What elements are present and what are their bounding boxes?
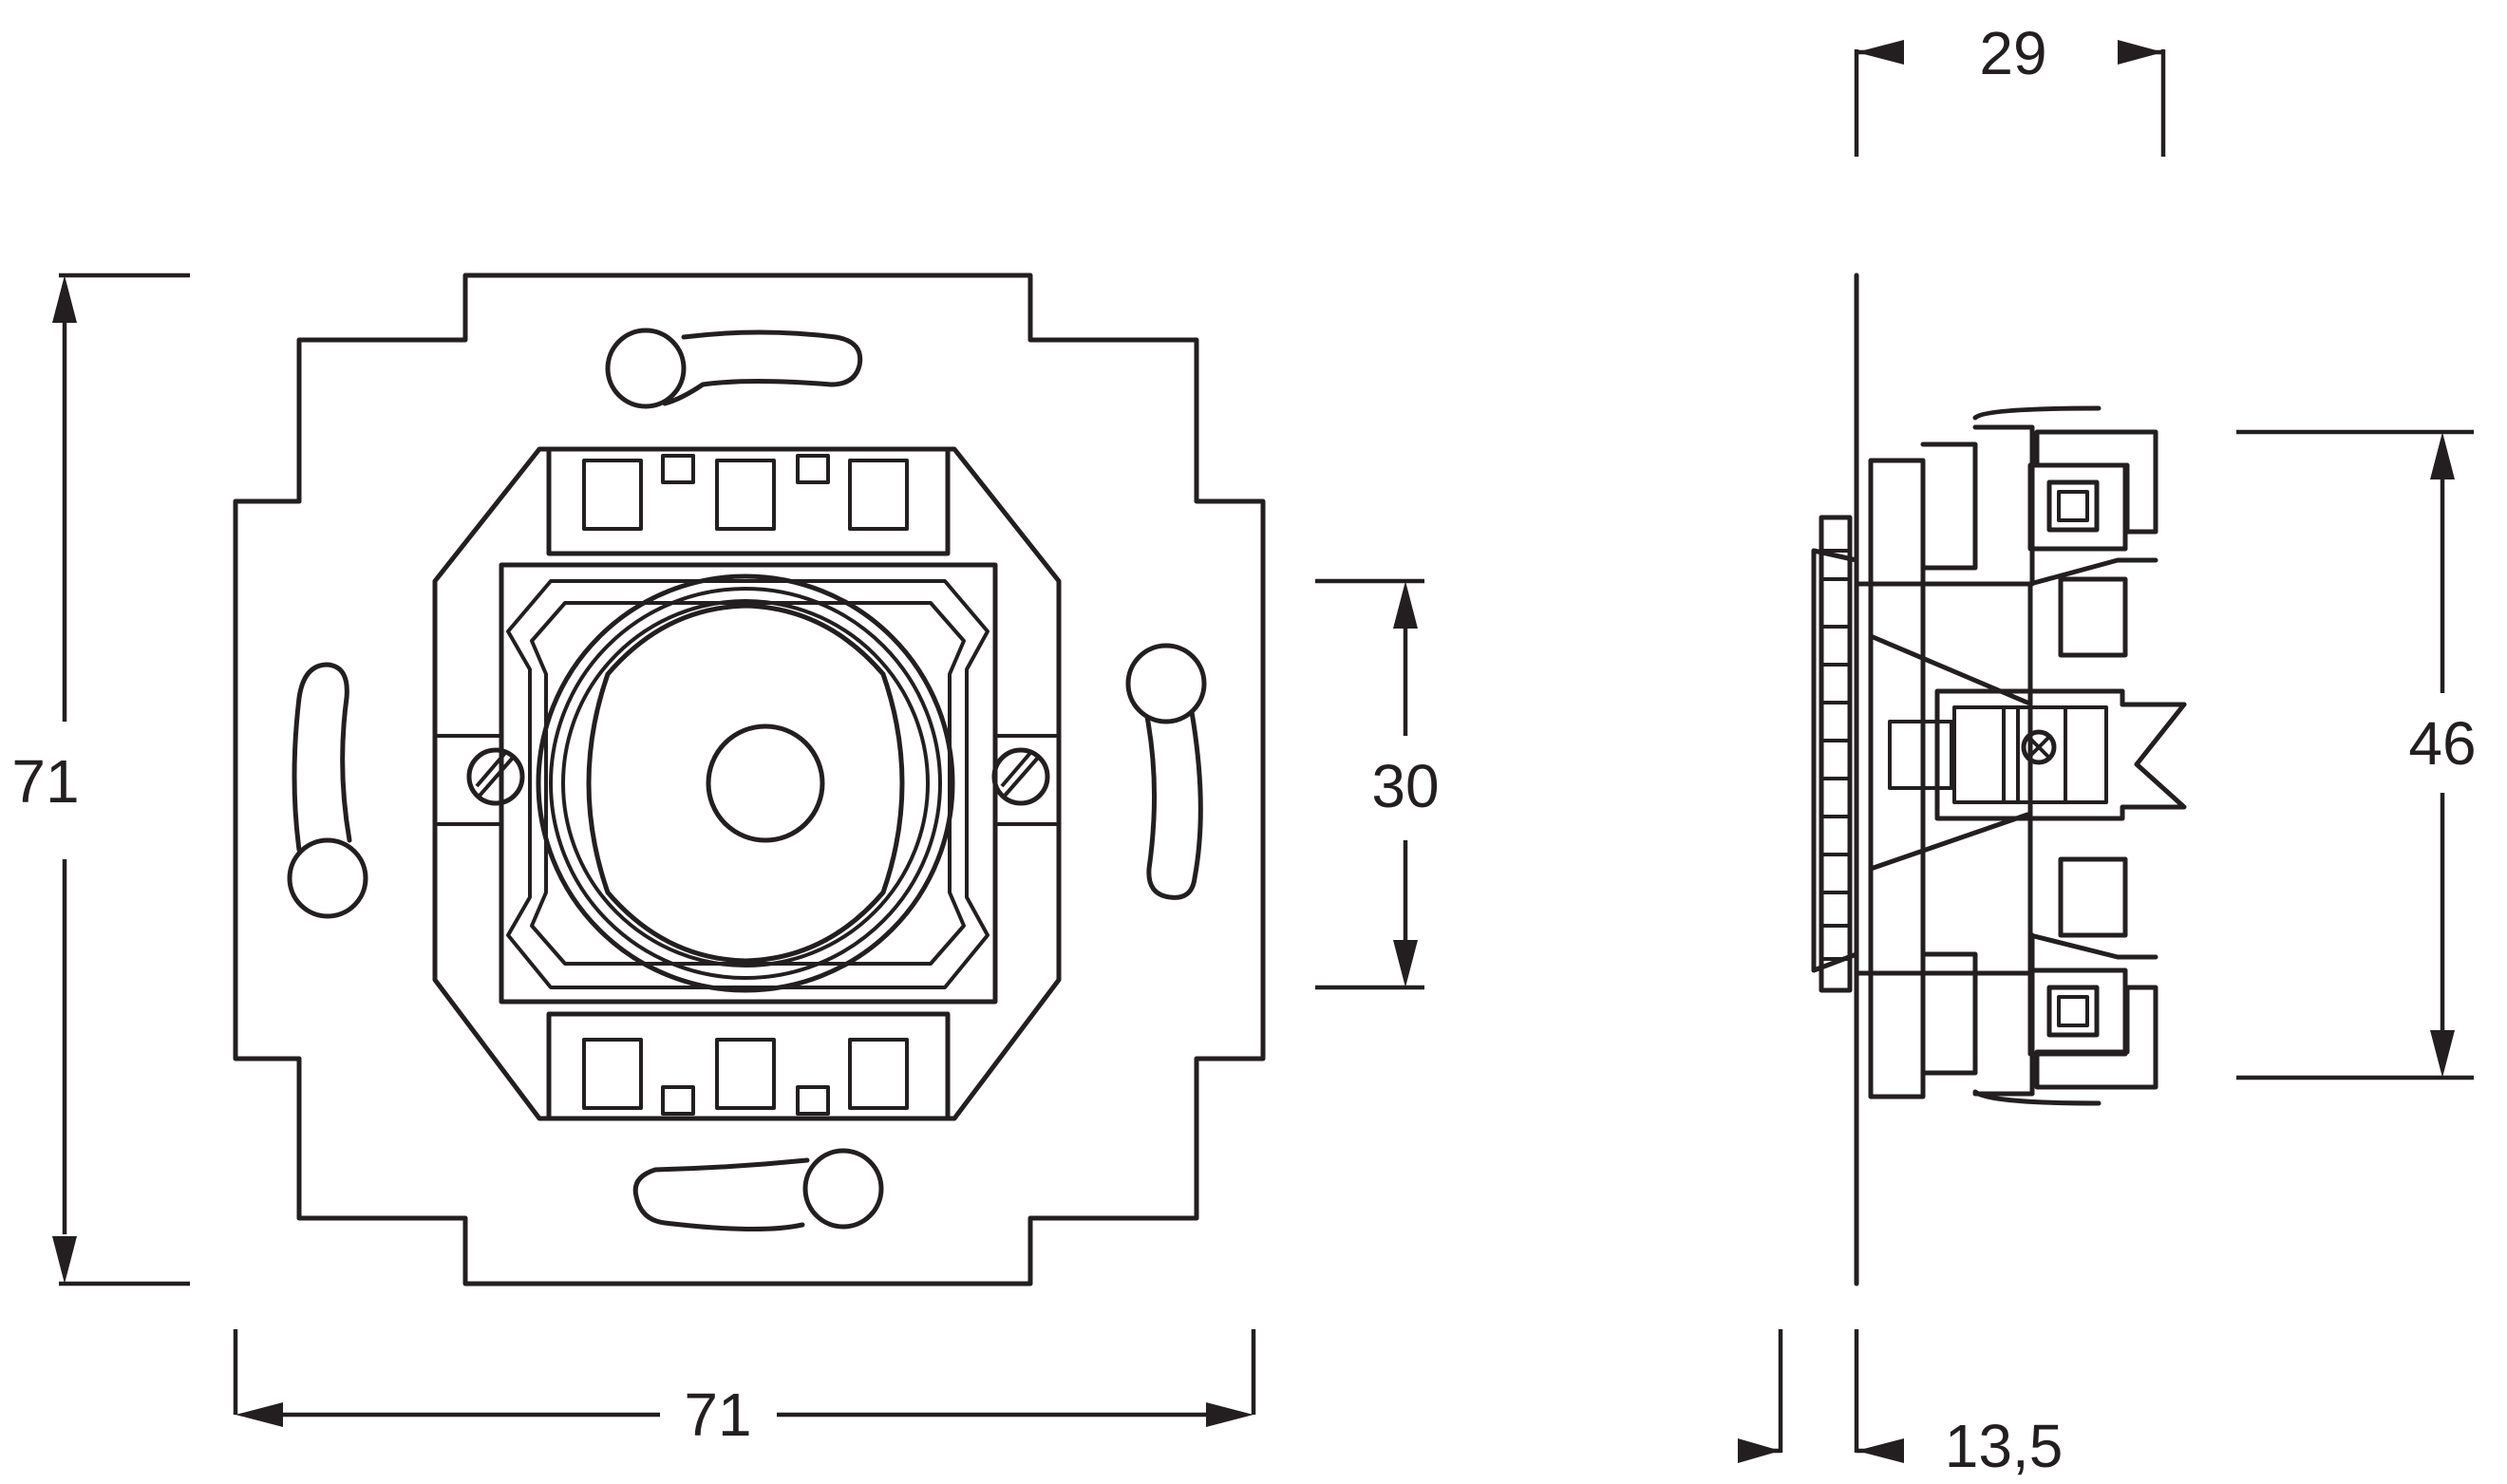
- terminal-screw: [2021, 729, 2057, 765]
- mechanism-octagon: [432, 446, 1062, 1121]
- central-frame: [499, 562, 998, 1005]
- left-fixing-screw: [466, 747, 525, 806]
- front-view: [233, 272, 1266, 1287]
- mounting-plate-outline: [233, 272, 1266, 1287]
- bottom-mounting-slot: [632, 1148, 884, 1232]
- inner-height-label: 30: [1371, 752, 1439, 820]
- rotary-knob: [536, 573, 955, 993]
- side-height-label: 46: [2408, 709, 2476, 778]
- centre-terminal: [1888, 688, 2187, 821]
- top-clamp: [1920, 405, 2158, 658]
- side-view: [1811, 272, 2187, 1287]
- side-offset-dimension: 13,5: [1738, 1329, 2063, 1480]
- right-fixing-screw: [991, 747, 1050, 806]
- side-height-dimension: 46: [2236, 429, 2477, 1080]
- bottom-terminal-block: [546, 1011, 951, 1121]
- front-cover: [1811, 548, 1859, 973]
- inner-frame-inner: [530, 601, 966, 966]
- inner-frame-outer: [506, 579, 990, 989]
- bottom-clamp: [1920, 856, 2158, 1106]
- left-mounting-slot: [287, 662, 368, 919]
- mechanism-body: [1868, 458, 1926, 1099]
- top-terminal-block: [546, 446, 951, 556]
- knob-shaft: [706, 723, 825, 843]
- top-mounting-slot: [605, 328, 863, 409]
- front-height-dimension: 71: [11, 272, 190, 1287]
- front-height-label: 71: [11, 747, 79, 816]
- side-offset-label: 13,5: [1945, 1412, 2064, 1480]
- front-width-dimension: 71: [233, 1329, 1256, 1449]
- side-depth-dimension: 29: [1854, 19, 2166, 157]
- side-depth-label: 29: [1979, 19, 2046, 87]
- right-mounting-slot: [1125, 643, 1207, 900]
- front-width-label: 71: [684, 1381, 751, 1449]
- inner-height-dimension: 30: [1315, 578, 1440, 990]
